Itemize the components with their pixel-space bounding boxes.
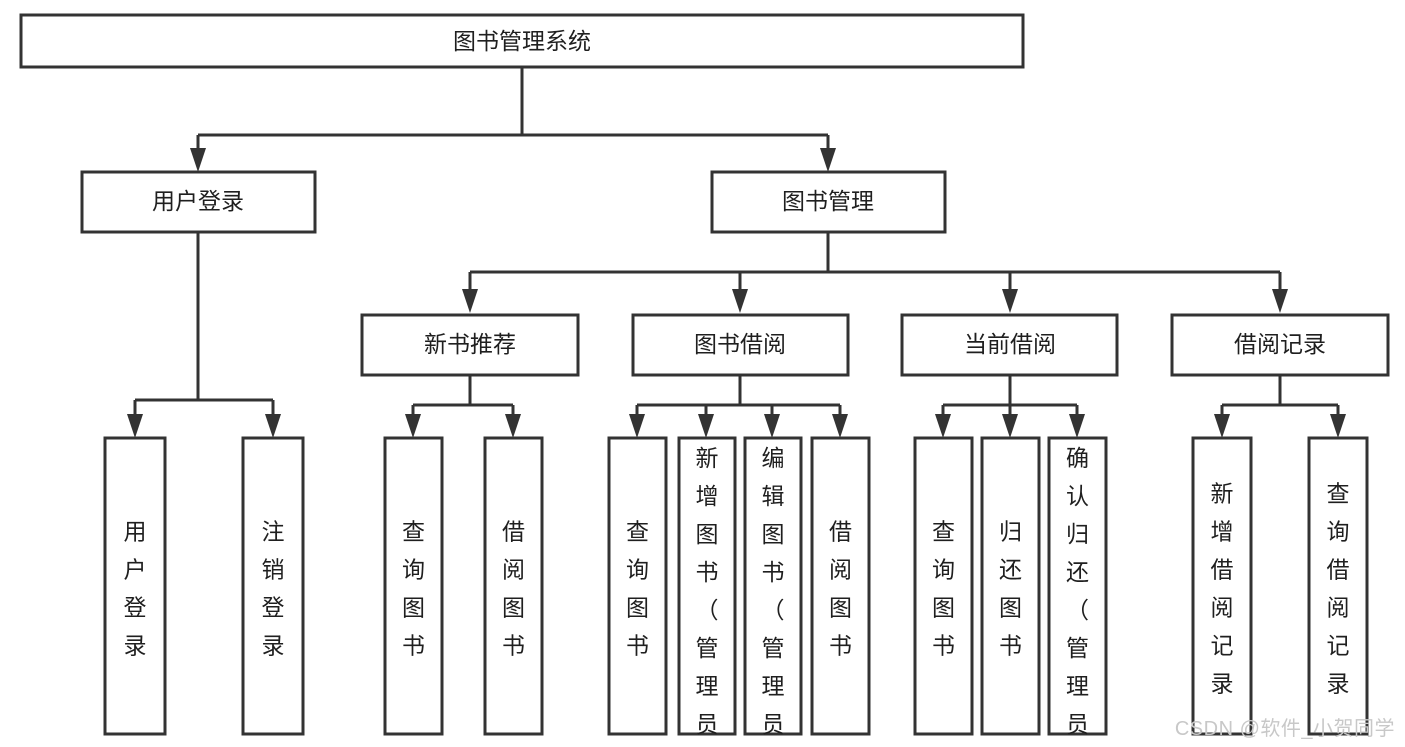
node-leaf-borrow-book-1[interactable]: 借阅图书 [483, 436, 544, 736]
arrowhead-to-leaf-return-book [1002, 414, 1018, 438]
node-leaf-borrow-book-2-label: 借阅图书 [829, 519, 852, 659]
node-leaf-query-book-3-box [913, 436, 974, 736]
node-user-login[interactable]: 用户登录 [80, 170, 317, 234]
node-leaf-return-book-box [980, 436, 1041, 736]
node-leaf-query-record-box [1307, 436, 1369, 736]
csdn-watermark: CSDN @软件_小贺同学 [1174, 718, 1395, 740]
node-book-manage-box [710, 170, 947, 234]
node-leaf-add-record-box [1191, 436, 1253, 736]
node-leaf-user-login[interactable]: 用户登录 [103, 436, 167, 736]
connector-borrow-record-bus [1220, 375, 1340, 424]
node-leaf-borrow-book-1-box [483, 436, 544, 736]
connector-root-bus [196, 67, 830, 158]
node-current-borrow-box [900, 313, 1119, 377]
node-leaf-borrow-book-1-label: 借阅图书 [502, 519, 525, 659]
node-leaf-query-book-1-box [383, 436, 444, 736]
arrowhead-to-leaf-borrow-book-1 [505, 414, 521, 438]
node-leaf-add-book-label: 新增图书（管理员） [696, 445, 719, 747]
node-leaf-query-record-label: 查询借阅记录 [1327, 481, 1350, 697]
arrowhead-to-leaf-query-book-2 [629, 414, 645, 438]
arrowhead-to-leaf-logout [265, 414, 281, 438]
node-leaf-edit-book-box [743, 436, 803, 736]
node-leaf-query-book-1[interactable]: 查询图书 [383, 436, 444, 736]
node-root-box [19, 13, 1025, 69]
connector-user-login-bus [133, 232, 275, 424]
node-current-borrow[interactable]: 当前借阅 [900, 313, 1119, 377]
node-leaf-query-book-3[interactable]: 查询图书 [913, 436, 974, 736]
node-leaf-confirm-return-label: 确认归还（管理员） [1066, 445, 1089, 747]
node-leaf-add-book[interactable]: 新增图书（管理员） [677, 436, 737, 747]
arrowhead-to-leaf-user-login [127, 414, 143, 438]
arrowhead-to-leaf-query-book-3 [935, 414, 951, 438]
node-borrow-record[interactable]: 借阅记录 [1170, 313, 1390, 377]
arrowhead-to-book-manage [820, 148, 836, 172]
arrowhead-to-leaf-query-record [1330, 414, 1346, 438]
arrowhead-to-current-borrow [1002, 289, 1018, 313]
node-leaf-query-record[interactable]: 查询借阅记录 [1307, 436, 1369, 736]
node-leaf-query-book-3-label: 查询图书 [932, 519, 955, 659]
connector-book-manage-bus [468, 232, 1282, 299]
node-root-label: 图书管理系统 [453, 28, 591, 54]
node-leaf-return-book-label: 归还图书 [999, 519, 1022, 659]
node-book-borrow-box [631, 313, 850, 377]
connector-book-borrow-bus [635, 375, 842, 424]
node-leaf-user-login-label: 用户登录 [124, 519, 147, 659]
connector-new-book-rec-bus [411, 375, 515, 424]
arrowhead-to-book-borrow [732, 289, 748, 313]
node-new-book-rec[interactable]: 新书推荐 [360, 313, 580, 377]
node-book-borrow[interactable]: 图书借阅 [631, 313, 850, 377]
arrowhead-to-leaf-borrow-book-2 [832, 414, 848, 438]
arrowhead-to-leaf-add-book [698, 414, 714, 438]
node-leaf-query-book-2-label: 查询图书 [626, 519, 649, 659]
arrowhead-to-leaf-add-record [1214, 414, 1230, 438]
node-leaf-add-record-label: 新增借阅记录 [1211, 481, 1234, 697]
node-leaf-edit-book[interactable]: 编辑图书（管理员） [743, 436, 803, 747]
node-leaf-borrow-book-2[interactable]: 借阅图书 [810, 436, 871, 736]
node-new-book-rec-label: 新书推荐 [424, 331, 516, 357]
node-leaf-add-book-box [677, 436, 737, 736]
node-user-login-label: 用户登录 [152, 188, 244, 214]
arrowhead-to-leaf-query-book-1 [405, 414, 421, 438]
node-book-manage-label: 图书管理 [782, 188, 874, 214]
arrowhead-to-leaf-edit-book [764, 414, 780, 438]
connectors-layer [127, 67, 1346, 438]
node-leaf-confirm-return[interactable]: 确认归还（管理员） [1047, 436, 1108, 747]
arrowhead-to-leaf-confirm-return [1069, 414, 1085, 438]
node-leaf-query-book-1-label: 查询图书 [402, 519, 425, 659]
node-leaf-logout-label: 注销登录 [262, 519, 285, 659]
node-leaf-add-record[interactable]: 新增借阅记录 [1191, 436, 1253, 736]
node-borrow-record-box [1170, 313, 1390, 377]
arrowhead-to-borrow-record [1272, 289, 1288, 313]
node-leaf-confirm-return-box [1047, 436, 1108, 736]
node-root[interactable]: 图书管理系统 [19, 13, 1025, 69]
node-leaf-query-book-2[interactable]: 查询图书 [607, 436, 668, 736]
arrowhead-to-user-login [190, 148, 206, 172]
node-book-borrow-label: 图书借阅 [694, 331, 786, 357]
node-leaf-logout[interactable]: 注销登录 [241, 436, 305, 736]
node-new-book-rec-box [360, 313, 580, 377]
node-current-borrow-label: 当前借阅 [964, 331, 1056, 357]
node-leaf-user-login-box [103, 436, 167, 736]
node-leaf-return-book[interactable]: 归还图书 [980, 436, 1041, 736]
node-borrow-record-label: 借阅记录 [1234, 331, 1326, 357]
node-leaf-logout-box [241, 436, 305, 736]
arrowhead-to-new-book-rec [462, 289, 478, 313]
node-leaf-edit-book-label: 编辑图书（管理员） [762, 445, 785, 747]
node-book-manage[interactable]: 图书管理 [710, 170, 947, 234]
node-leaf-borrow-book-2-box [810, 436, 871, 736]
node-leaf-query-book-2-box [607, 436, 668, 736]
node-user-login-box [80, 170, 317, 234]
